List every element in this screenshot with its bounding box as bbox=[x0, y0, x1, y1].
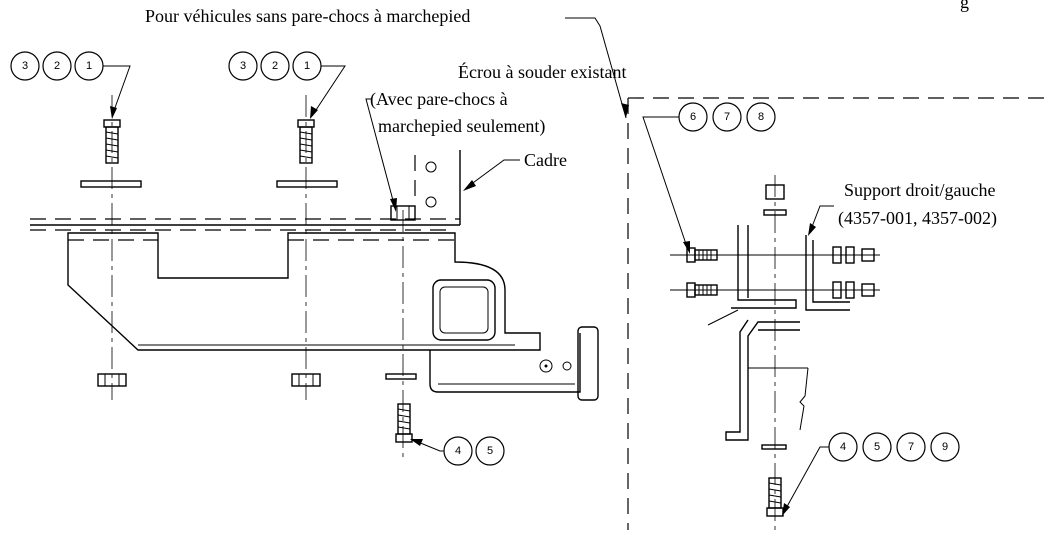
bracket-label-line1: Support droit/gauche bbox=[844, 180, 995, 200]
callout-group-middle: 3 2 1 bbox=[228, 51, 346, 119]
hitch-body bbox=[67, 232, 541, 351]
callout-arrow bbox=[782, 503, 790, 516]
bolt-thread bbox=[299, 131, 313, 159]
detail-bolt-shank bbox=[694, 284, 718, 296]
callout-group-detail-bottom: 4 5 7 9 bbox=[782, 432, 960, 516]
callout-bubble bbox=[260, 51, 290, 81]
header-note-leader bbox=[565, 17, 627, 119]
callout-number: 7 bbox=[908, 441, 914, 453]
detail-right-hardware bbox=[832, 246, 875, 299]
callout-number: 7 bbox=[724, 111, 730, 123]
detail-lower-bracket bbox=[725, 319, 800, 441]
bolt-thread bbox=[397, 408, 411, 430]
callout-number: 3 bbox=[240, 60, 246, 72]
nut bbox=[291, 373, 321, 387]
weld-nut-label-line3: marchepied seulement) bbox=[378, 116, 545, 137]
bolt-shank bbox=[105, 126, 119, 164]
nut bbox=[97, 373, 127, 387]
bracket-label-line2: (4357-001, 4357-002) bbox=[838, 208, 997, 229]
callout-number: 8 bbox=[758, 111, 764, 123]
callout-bubble bbox=[746, 102, 776, 132]
bolt-thread bbox=[105, 131, 119, 159]
callout-arrow bbox=[310, 106, 318, 119]
frame-label: Cadre bbox=[524, 150, 567, 170]
bolt-left bbox=[80, 119, 142, 387]
detail-view bbox=[627, 97, 1050, 530]
callout-bubble bbox=[896, 432, 926, 462]
frame-arrow bbox=[463, 180, 476, 191]
pin-hole bbox=[539, 359, 553, 373]
receiver-collar bbox=[577, 326, 599, 401]
receiver-opening bbox=[439, 286, 489, 334]
detail-lock-washer bbox=[763, 209, 787, 216]
detail-bracket bbox=[805, 235, 850, 311]
bolt-shank bbox=[397, 403, 411, 435]
callout-number: 9 bbox=[942, 441, 948, 453]
callout-number: 5 bbox=[874, 441, 880, 453]
callout-leader bbox=[311, 65, 346, 117]
header-note: Pour véhicules sans pare-chocs à marchep… bbox=[145, 6, 470, 26]
washer bbox=[276, 180, 338, 188]
callout-arrow bbox=[410, 439, 423, 446]
washer bbox=[385, 373, 417, 380]
callout-leader bbox=[783, 446, 829, 513]
drawbar bbox=[429, 333, 581, 393]
detail-nut bbox=[765, 184, 785, 200]
detail-bolt-shank bbox=[694, 249, 718, 261]
weld-nut-label-line2: (Avec pare-chocs à bbox=[370, 89, 508, 110]
frame-leader bbox=[465, 159, 520, 189]
clip-hole bbox=[562, 361, 572, 371]
callout-bubble bbox=[228, 51, 258, 81]
detail-washer bbox=[761, 444, 787, 450]
callout-group-bottom: 4 5 bbox=[410, 436, 505, 466]
frame-hole bbox=[425, 161, 437, 173]
main-assembly bbox=[30, 95, 599, 460]
bracket-arrow bbox=[808, 223, 816, 236]
callout-number: 2 bbox=[272, 60, 278, 72]
callout-arrow bbox=[110, 106, 117, 119]
callout-number: 1 bbox=[86, 60, 92, 72]
callout-group-detail: 6 7 8 bbox=[642, 102, 776, 254]
callout-bubble bbox=[862, 432, 892, 462]
weld-nut-arrow bbox=[390, 198, 397, 212]
callout-number: 6 bbox=[690, 111, 696, 123]
callout-bubble bbox=[712, 102, 742, 132]
callout-bubble bbox=[10, 51, 40, 81]
callout-number: 4 bbox=[840, 441, 846, 453]
callout-bubble bbox=[475, 436, 505, 466]
callout-number: 2 bbox=[54, 60, 60, 72]
washer bbox=[80, 180, 142, 188]
detail-frame-plate bbox=[731, 225, 797, 309]
header-note-arrow bbox=[621, 103, 629, 118]
callout-number: 3 bbox=[22, 60, 28, 72]
weld-nut bbox=[390, 205, 416, 221]
receiver-tube bbox=[432, 279, 496, 341]
callout-number: 5 bbox=[487, 445, 493, 457]
weld-nut-label-line1: Écrou à souder existant bbox=[458, 61, 626, 82]
callout-number: 1 bbox=[304, 60, 310, 72]
bolt-middle bbox=[276, 119, 338, 387]
frame-hole bbox=[425, 196, 437, 208]
detail-bolt-head bbox=[766, 507, 784, 517]
bolt-head bbox=[395, 433, 413, 443]
bracket-leader bbox=[809, 205, 834, 233]
bolt-bottom bbox=[385, 373, 417, 443]
weld-nut-leader bbox=[365, 98, 396, 209]
callout-leader bbox=[642, 116, 689, 251]
pin-hole-center bbox=[544, 364, 548, 368]
bolt-shank bbox=[299, 126, 313, 164]
callout-bubble bbox=[42, 51, 72, 81]
callout-number: 4 bbox=[455, 445, 461, 457]
callout-bubble bbox=[930, 432, 960, 462]
header-fragment: g bbox=[960, 0, 969, 12]
callout-leader bbox=[412, 439, 444, 452]
callout-leader bbox=[103, 65, 131, 117]
